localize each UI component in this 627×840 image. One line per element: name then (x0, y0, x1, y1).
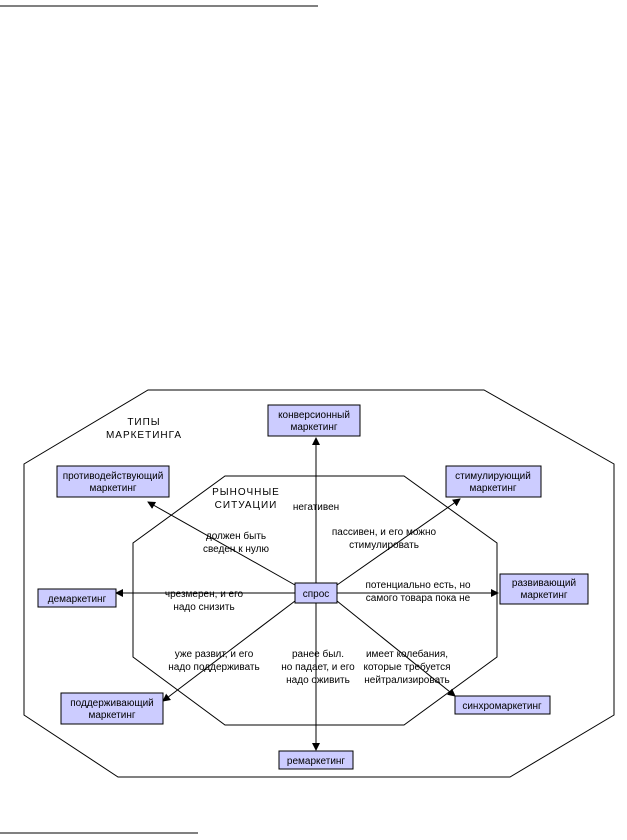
svg-text:маркетинг: маркетинг (89, 483, 136, 494)
arrow-lower-left (162, 600, 296, 702)
svg-text:маркетинг: маркетинг (520, 590, 567, 601)
svg-text:ранее был.: ранее был. (292, 648, 344, 660)
arrow-upper-right (336, 498, 461, 586)
arrows (115, 437, 499, 751)
svg-text:поддерживающий: поддерживающий (70, 698, 154, 709)
svg-text:ТИПЫ: ТИПЫ (127, 417, 160, 428)
situation-developed: уже развит, и его надо поддерживать (168, 649, 259, 673)
svg-text:чрезмерен, и его: чрезмерен, и его (165, 589, 244, 600)
situation-negative: негативен (293, 502, 339, 513)
svg-text:маркетинг: маркетинг (290, 422, 337, 433)
svg-text:должен быть: должен быть (206, 530, 266, 542)
type-synchro: синхромаркетинг (454, 695, 551, 715)
svg-text:имеет колебания,: имеет колебания, (366, 648, 448, 660)
svg-text:ремаркетинг: ремаркетинг (287, 756, 346, 767)
center-node: спрос (294, 582, 338, 604)
outer-title: ТИПЫ МАРКЕТИНГА (106, 417, 182, 441)
svg-text:которые требуется: которые требуется (363, 661, 450, 673)
svg-text:самого товара пока не: самого товара пока не (366, 593, 471, 604)
svg-text:СИТУАЦИИ: СИТУАЦИИ (215, 500, 278, 511)
inner-title: РЫНОЧНЫЕ СИТУАЦИИ (212, 487, 280, 511)
svg-text:маркетинг: маркетинг (88, 710, 135, 721)
type-conversion: конверсионный маркетинг (267, 404, 361, 437)
arrow-upper-left (147, 501, 296, 586)
svg-text:конверсионный: конверсионный (278, 410, 350, 421)
svg-text:но падает, и его: но падает, и его (281, 662, 355, 673)
svg-text:синхромаркетинг: синхромаркетинг (462, 701, 542, 712)
svg-text:надо оживить: надо оживить (286, 675, 350, 686)
svg-text:РЫНОЧНЫЕ: РЫНОЧНЫЕ (212, 487, 280, 498)
svg-text:негативен: негативен (293, 502, 339, 513)
svg-text:стимулирующий: стимулирующий (455, 471, 531, 482)
svg-text:уже развит, и его: уже развит, и его (175, 649, 254, 660)
svg-text:демаркетинг: демаркетинг (48, 594, 107, 605)
type-developing: развивающий маркетинг (499, 573, 589, 605)
situation-excessive: чрезмерен, и его надо снизить (165, 589, 244, 613)
situation-reduce-zero: должен быть сведен к нулю (203, 530, 270, 555)
situation-declining: ранее был. но падает, и его надо оживить (281, 648, 355, 686)
svg-text:сведен к нулю: сведен к нулю (203, 544, 270, 555)
svg-text:надо снизить: надо снизить (173, 602, 234, 613)
type-remarketing: ремаркетинг (278, 750, 354, 770)
situation-passive: пассивен, и его можно стимулировать (332, 527, 437, 551)
svg-text:МАРКЕТИНГА: МАРКЕТИНГА (106, 430, 182, 441)
situation-fluctuating: имеет колебания, которые требуется нейтр… (363, 648, 450, 686)
type-counteracting: противодействующий маркетинг (56, 465, 170, 498)
type-stimulating: стимулирующий маркетинг (445, 465, 542, 498)
type-demarketing: демаркетинг (37, 588, 117, 608)
svg-text:нейтрализировать: нейтрализировать (364, 675, 449, 686)
center-label: спрос (303, 589, 330, 600)
svg-text:пассивен, и его можно: пассивен, и его можно (332, 527, 437, 538)
svg-text:потенциально есть, но: потенциально есть, но (365, 580, 471, 591)
svg-text:развивающий: развивающий (512, 578, 576, 589)
outer-octagon (23, 389, 615, 778)
svg-text:стимулировать: стимулировать (349, 540, 419, 551)
svg-text:надо поддерживать: надо поддерживать (168, 662, 259, 673)
inner-octagon (132, 475, 498, 726)
svg-text:маркетинг: маркетинг (469, 483, 516, 494)
svg-text:противодействующий: противодействующий (63, 471, 164, 482)
situation-potential: потенциально есть, но самого товара пока… (365, 580, 471, 604)
arrow-lower-right (336, 600, 456, 697)
type-supporting: поддерживающий маркетинг (60, 692, 164, 725)
